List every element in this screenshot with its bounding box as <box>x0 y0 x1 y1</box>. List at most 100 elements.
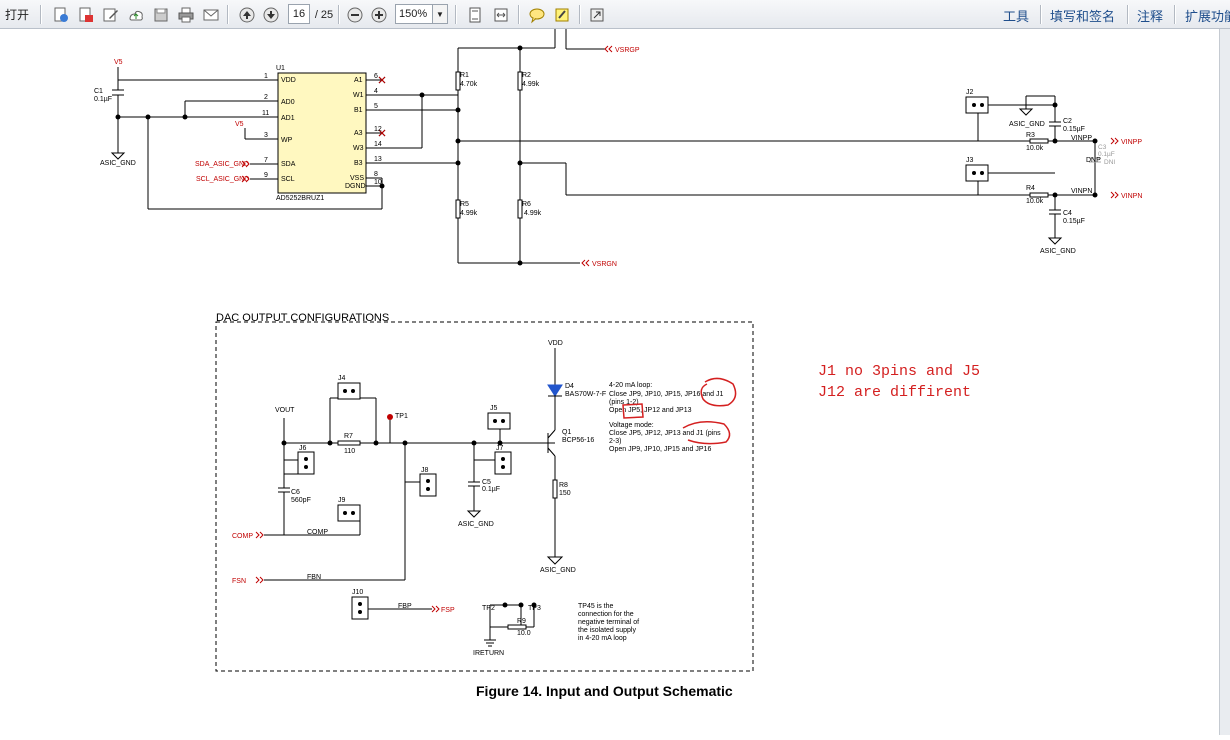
note-line: Close JP5, JP12, JP13 and J1 (pins <box>609 430 721 437</box>
print-icon <box>178 7 194 22</box>
edit-pdf-button[interactable] <box>75 4 97 25</box>
r1-value: 4.70k <box>460 81 478 88</box>
note-line: Close JP9, JP10, JP15, JP16 and J1 <box>609 391 724 398</box>
comment-button[interactable] <box>526 4 548 25</box>
menu-fill-sign[interactable]: 填写和签名 <box>1050 10 1116 25</box>
r4-ref: R4 <box>1026 185 1035 192</box>
r3-ref: R3 <box>1026 132 1035 139</box>
vdd-label: VDD <box>548 340 563 347</box>
pin-number: 14 <box>374 141 382 148</box>
menu-extend[interactable]: 扩展功能 <box>1185 10 1230 25</box>
pin-number: 9 <box>264 172 268 179</box>
note-line: 2-3) <box>609 438 621 445</box>
highlight-button[interactable] <box>551 4 573 25</box>
pin-label: A1 <box>354 77 363 84</box>
fit-page-button[interactable] <box>464 4 486 25</box>
edit-icon <box>103 8 118 21</box>
create-pdf-button[interactable] <box>50 4 72 25</box>
zoom-in-button[interactable] <box>368 4 390 25</box>
toolbar-separator <box>518 5 520 24</box>
edit-pdf-icon <box>79 7 93 22</box>
asic-gnd-label: ASIC_GND <box>1009 121 1045 128</box>
note-line: negative terminal of <box>578 619 639 626</box>
toolbar-separator <box>227 5 229 24</box>
tp3-label: TP3 <box>528 605 541 612</box>
note-line: Voltage mode: <box>609 422 654 429</box>
annotation-marks <box>622 377 737 445</box>
asic-gnd-label: ASIC_GND <box>458 521 494 528</box>
toolbar-separator <box>1174 5 1176 24</box>
pin-label: B3 <box>354 160 363 167</box>
page-down-button[interactable] <box>260 4 282 25</box>
zoom-out-icon <box>347 7 363 22</box>
scl-net: SCL_ASIC_GND <box>196 176 249 183</box>
pin-number: 13 <box>374 156 382 163</box>
j5-ref: J5 <box>490 405 498 412</box>
save-button[interactable] <box>150 4 172 25</box>
pin-label: AD1 <box>281 115 295 122</box>
dnp-label: DNP <box>1086 157 1101 164</box>
open-button[interactable]: 打开 <box>2 4 32 25</box>
page-up-button[interactable] <box>236 4 258 25</box>
c5-ref: C5 <box>482 479 491 486</box>
r4-value: 10.0k <box>1026 198 1044 205</box>
fsn-port: FSN <box>232 578 246 585</box>
fit-page-icon <box>469 7 481 22</box>
upload-button[interactable] <box>125 4 147 25</box>
edit-button[interactable] <box>100 4 122 25</box>
email-button[interactable] <box>200 4 222 25</box>
pin-label: AD0 <box>281 99 295 106</box>
vertical-scrollbar[interactable] <box>1219 29 1230 735</box>
note-line: Open JP9, JP10, JP15 and JP16 <box>609 446 711 453</box>
print-button[interactable] <box>175 4 197 25</box>
j9-ref: J9 <box>338 497 346 504</box>
fit-width-button[interactable] <box>490 4 512 25</box>
r7-value: 110 <box>344 448 355 455</box>
r6-value: 4.99k <box>524 210 542 217</box>
r9-ref: R9 <box>517 618 526 625</box>
c2-ref: C2 <box>1063 118 1072 125</box>
zoom-level-select[interactable]: 150% <box>395 4 433 24</box>
page-total: / 25 <box>314 8 334 21</box>
note-line: TP45 is the <box>578 603 614 610</box>
toolbar-separator <box>1040 5 1042 24</box>
tp1-marker <box>387 414 393 420</box>
pin-number: 2 <box>264 94 268 101</box>
c2-value: 0.15µF <box>1063 126 1085 133</box>
zoom-out-button[interactable] <box>344 4 366 25</box>
menu-tools[interactable]: 工具 <box>1003 10 1030 25</box>
r6-ref: R6 <box>522 201 531 208</box>
annotation-line: J12 are diffirent <box>818 384 971 401</box>
page-number-input[interactable]: 16 <box>288 4 310 24</box>
note-line: 4-20 mA loop: <box>609 382 652 389</box>
pin-label: SDA <box>281 161 296 168</box>
pin-label: A3 <box>354 130 363 137</box>
dac-section-title: DAC OUTPUT CONFIGURATIONS <box>216 312 389 324</box>
comp-port: COMP <box>232 533 253 540</box>
zoom-dropdown-button[interactable]: ▼ <box>432 4 448 24</box>
d4-ref: D4 <box>565 383 574 390</box>
v5-net: V5 <box>235 121 244 128</box>
j4-ref: J4 <box>338 375 346 382</box>
menu-comment[interactable]: 注释 <box>1137 10 1164 25</box>
fullscreen-button[interactable] <box>586 4 608 25</box>
tp2-label: TP2 <box>482 605 495 612</box>
c6-ref: C6 <box>291 489 300 496</box>
upload-icon <box>129 10 143 20</box>
r7-ref: R7 <box>344 433 353 440</box>
vout-label: VOUT <box>275 407 295 414</box>
fbn-net: FBN <box>307 574 321 581</box>
pin-label: WP <box>281 137 293 144</box>
email-icon <box>203 9 219 20</box>
toolbar-separator <box>579 5 581 24</box>
pin-number: 7 <box>264 157 268 164</box>
vinpn-net-port: VINPN <box>1121 193 1142 200</box>
highlight-icon <box>555 8 569 21</box>
r8-ref: R8 <box>559 482 568 489</box>
r3-value: 10.0k <box>1026 145 1044 152</box>
vsrgn-net: VSRGN <box>592 261 617 268</box>
vinpn-net: VINPN <box>1071 188 1092 195</box>
pin-number: 10 <box>374 179 382 186</box>
pin-label: B1 <box>354 107 363 114</box>
note-line: connection for the <box>578 611 634 618</box>
